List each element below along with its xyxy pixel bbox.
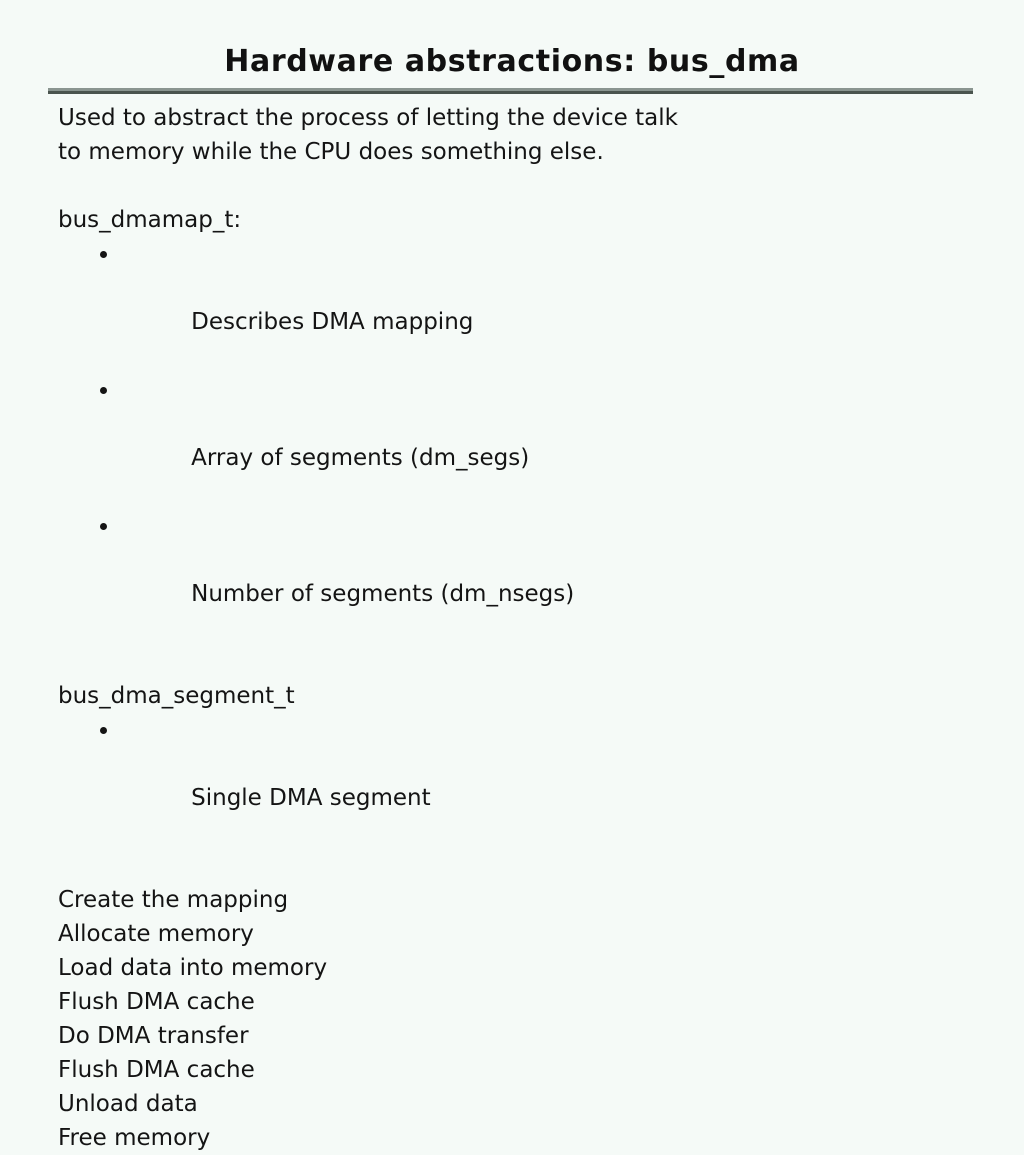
section-bus-dma-segment-t: bus_dma_segment_t Single DMA segment: [58, 679, 988, 849]
list-item: Single DMA segment: [58, 713, 988, 849]
spacer: [58, 645, 988, 679]
slide-canvas: Hardware abstractions: bus_dma Used to a…: [0, 44, 1024, 1151]
list-item: Number of segments (dm_nsegs): [58, 509, 988, 645]
bullet-list: Describes DMA mapping Array of segments …: [58, 237, 988, 645]
intro-paragraph: Used to abstract the process of letting …: [58, 101, 988, 169]
spacer: [58, 849, 988, 883]
list-item: Do DMA transfer: [58, 1023, 249, 1049]
intro-line: to memory while the CPU does something e…: [58, 139, 604, 165]
dma-steps-list: Create the mapping Allocate memory Load …: [58, 883, 988, 1155]
list-item: Allocate memory: [58, 921, 254, 947]
list-item: Flush DMA cache: [58, 989, 255, 1015]
slide-body: Used to abstract the process of letting …: [58, 101, 988, 1155]
bullet-dot-icon: [100, 523, 107, 530]
list-item: Unload data: [58, 1091, 198, 1117]
type-heading: bus_dma_segment_t: [58, 683, 295, 709]
list-item: Create the mapping: [58, 887, 289, 913]
list-item: Load data into memory: [58, 955, 328, 981]
bullet-dot-icon: [100, 251, 107, 258]
list-item-label: Single DMA segment: [191, 785, 431, 811]
list-item: Array of segments (dm_segs): [58, 373, 988, 509]
list-item: Describes DMA mapping: [58, 237, 988, 373]
intro-line: Used to abstract the process of letting …: [58, 105, 678, 131]
page-title: Hardware abstractions: bus_dma: [224, 44, 800, 79]
type-heading: bus_dmamap_t:: [58, 207, 242, 233]
title-divider-rule: [48, 88, 973, 94]
list-item: Free memory: [58, 1125, 211, 1151]
section-bus-dmamap-t: bus_dmamap_t: Describes DMA mapping Arra…: [58, 203, 988, 645]
list-item-label: Number of segments (dm_nsegs): [191, 581, 575, 607]
bullet-list: Single DMA segment: [58, 713, 988, 849]
list-item-label: Describes DMA mapping: [191, 309, 474, 335]
list-item-label: Array of segments (dm_segs): [191, 445, 530, 471]
slide-title-block: Hardware abstractions: bus_dma: [0, 44, 1024, 80]
bullet-dot-icon: [100, 387, 107, 394]
bullet-dot-icon: [100, 727, 107, 734]
list-item: Flush DMA cache: [58, 1057, 255, 1083]
spacer: [58, 169, 988, 203]
